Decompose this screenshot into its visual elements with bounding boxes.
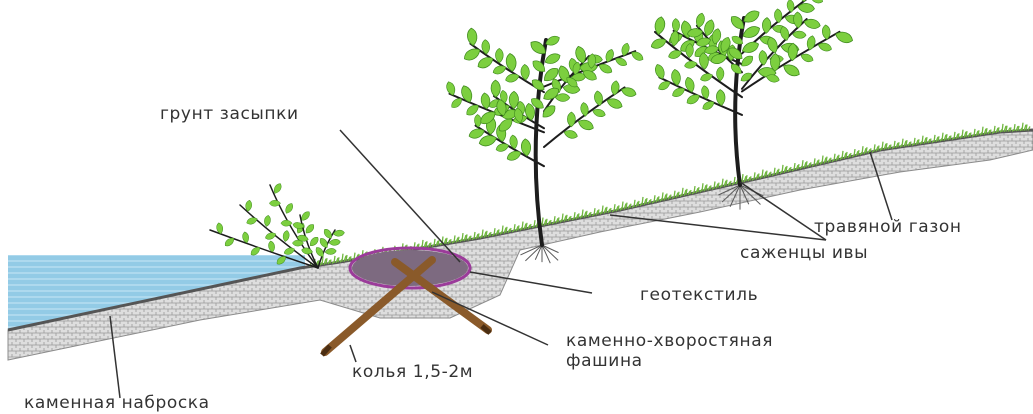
label-grass-lawn: травяной газон [814,218,962,237]
label-backfill-soil: грунт засыпки [160,105,299,124]
label-fascine-line2: фашина [566,352,643,371]
label-willow-saplings: саженцы ивы [740,244,868,263]
stone-layer [8,130,1033,360]
label-stakes: колья 1,5-2м [352,363,473,382]
label-fascine-line1: каменно-хворостяная [566,332,773,351]
label-stone-riprap: каменная наброска [24,394,210,413]
label-geotextile: геотекстиль [640,286,758,305]
